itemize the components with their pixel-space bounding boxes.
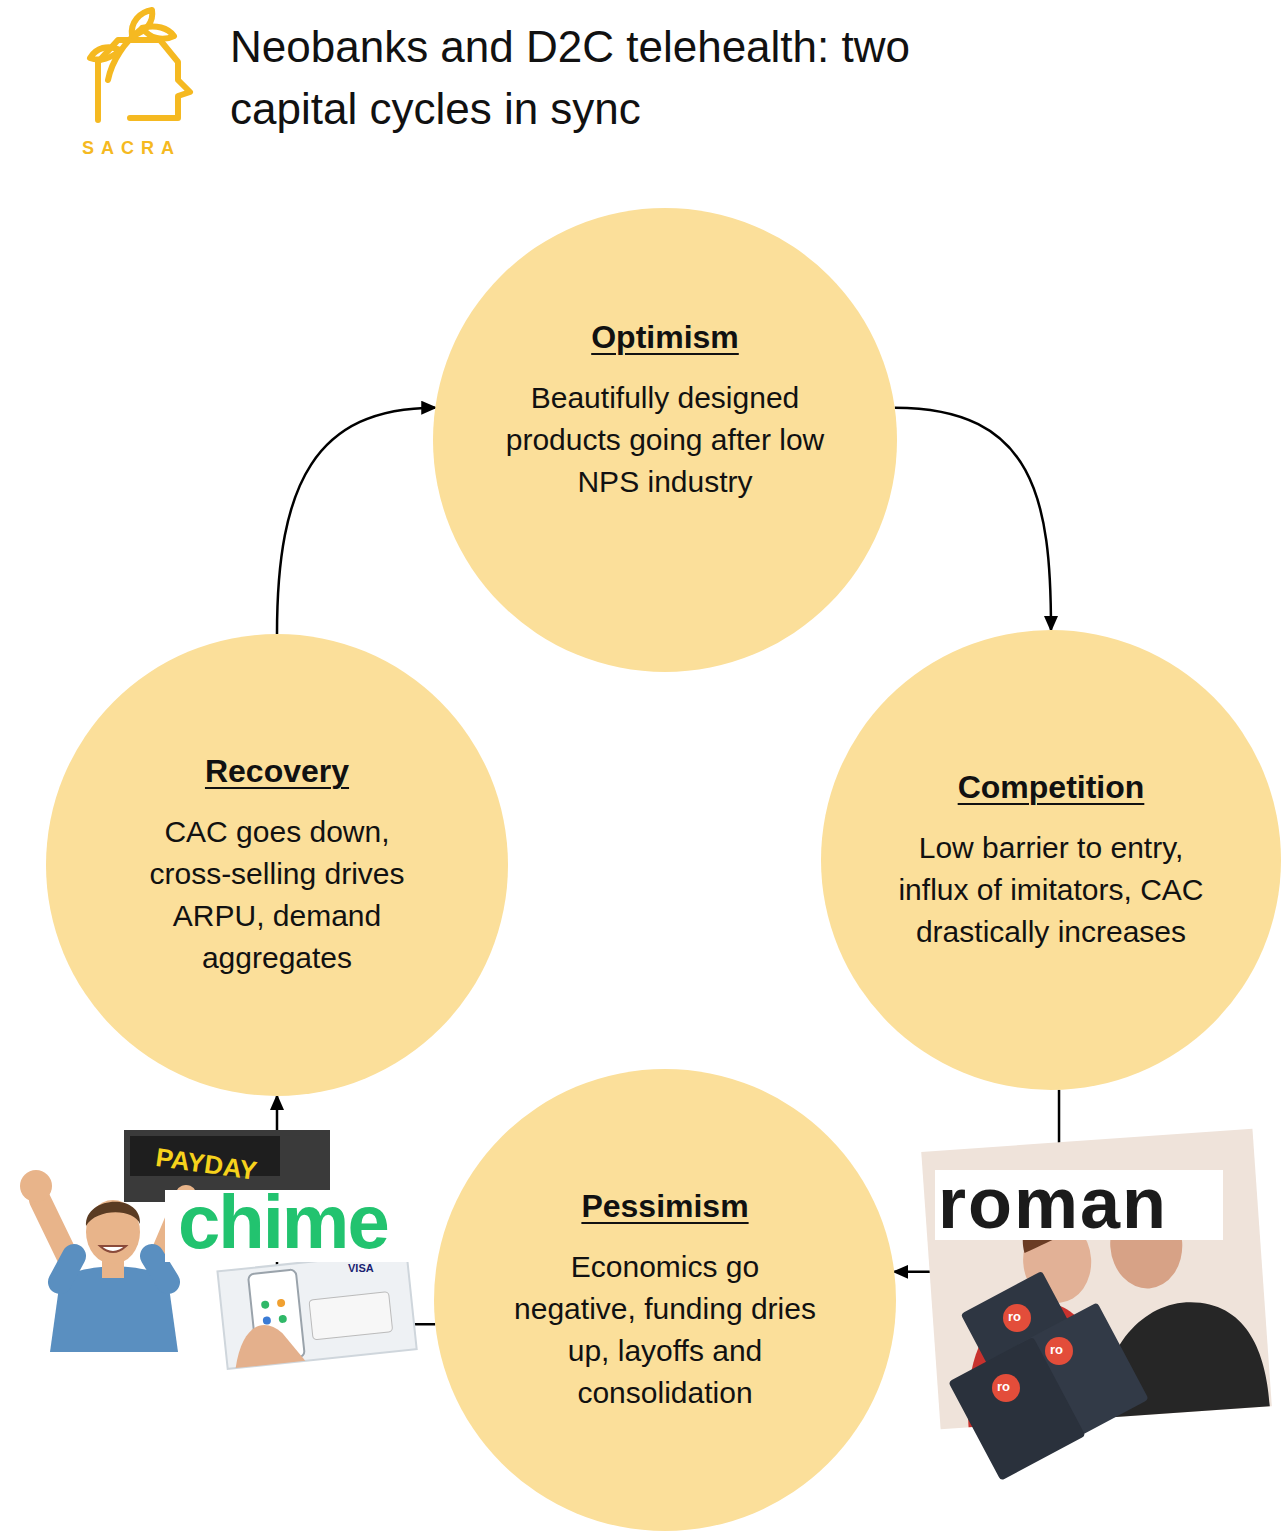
packet-text: ro bbox=[1050, 1342, 1063, 1357]
cycle-circle: OptimismBeautifully designed products go… bbox=[433, 208, 897, 672]
stage-description: Economics go negative, funding dries up,… bbox=[510, 1246, 820, 1414]
roman-illustration bbox=[921, 1129, 1272, 1481]
cycle-circle: RecoveryCAC goes down, cross-selling dri… bbox=[46, 634, 508, 1096]
brand-logo: chime bbox=[178, 1178, 388, 1265]
stage-heading: Recovery bbox=[205, 751, 349, 791]
stage-description: Beautifully designed products going afte… bbox=[495, 377, 835, 503]
stage-heading: Optimism bbox=[591, 317, 739, 357]
chime-illustration bbox=[20, 1130, 417, 1369]
brand-name: SACRA bbox=[82, 138, 181, 159]
circle-content: PessimismEconomics go negative, funding … bbox=[510, 1186, 820, 1414]
cycle-circle: CompetitionLow barrier to entry, influx … bbox=[821, 630, 1281, 1090]
stage-description: CAC goes down, cross-selling drives ARPU… bbox=[127, 811, 427, 979]
card-text: VISA bbox=[348, 1262, 374, 1274]
packet-text: ro bbox=[997, 1379, 1010, 1394]
stage-description: Low barrier to entry, influx of imitator… bbox=[891, 827, 1211, 953]
circle-content: OptimismBeautifully designed products go… bbox=[495, 317, 835, 503]
circle-content: RecoveryCAC goes down, cross-selling dri… bbox=[127, 751, 427, 979]
cycle-arrow bbox=[895, 408, 1051, 630]
brand-logo: roman bbox=[938, 1162, 1168, 1244]
sacra-logo bbox=[90, 10, 190, 120]
packet-text: ro bbox=[1008, 1309, 1021, 1324]
circle-content: CompetitionLow barrier to entry, influx … bbox=[891, 767, 1211, 953]
cycle-arrow bbox=[277, 408, 435, 634]
stage-heading: Competition bbox=[958, 767, 1145, 807]
diagram-title: Neobanks and D2C telehealth: two capital… bbox=[230, 16, 970, 140]
cycle-circle: PessimismEconomics go negative, funding … bbox=[434, 1069, 896, 1531]
stage-heading: Pessimism bbox=[581, 1186, 748, 1226]
